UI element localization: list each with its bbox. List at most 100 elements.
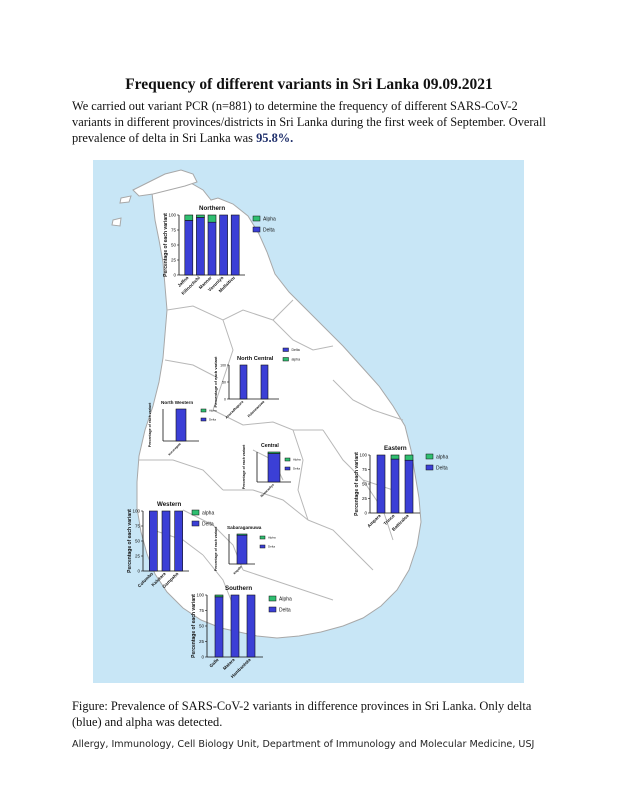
- western-legend-label-alpha: alpha: [202, 511, 214, 517]
- northern-y-tick-label: 0: [173, 273, 176, 278]
- island-west: [119, 195, 132, 204]
- northern-legend-swatch-delta: [252, 226, 261, 233]
- western-legend-swatch-delta: [191, 520, 200, 527]
- eastern-legend-swatch-alpha: [425, 453, 434, 460]
- western-y-tick-label: 75: [135, 524, 141, 529]
- western-y-axis-label: Percentage of each variant: [127, 509, 133, 573]
- western-legend-swatch-alpha: [191, 509, 200, 516]
- sabaragamuwa-legend-label-delta: Delta: [268, 545, 275, 549]
- sabaragamuwa-x-tick-label: Kegalle: [232, 565, 243, 576]
- western-bar-delta-colombo: [149, 510, 158, 572]
- north-western-legend-swatch-delta: [200, 417, 207, 422]
- north-central-legend-swatch-alpha: [282, 357, 289, 362]
- western-y-tick-label: 0: [137, 569, 140, 574]
- western-bar-delta-gampaha: [174, 510, 183, 572]
- central-legend-swatch-delta: [284, 466, 291, 471]
- sabaragamuwa-bar-delta-kegalle: [236, 534, 248, 565]
- northern-bar-alpha-jaffna: [184, 214, 194, 221]
- southern-legend-swatch-alpha: [268, 595, 277, 602]
- southern-bar-delta-matara: [230, 594, 240, 658]
- sabaragamuwa-legend-label-alpha: Alpha: [268, 536, 276, 540]
- northern-legend-label-alpha: Alpha: [263, 217, 276, 223]
- north-western-legend-label-delta: Delta: [209, 418, 216, 422]
- north-central-legend-swatch-delta: [282, 347, 289, 352]
- north-central-bar-delta-anuradhapura: [239, 364, 248, 400]
- eastern-bar-delta-ampara: [376, 454, 386, 514]
- eastern-chart-title: Eastern: [384, 445, 407, 452]
- southern-y-tick-label: 50: [199, 624, 205, 629]
- western-bar-delta-kalutara: [161, 510, 171, 572]
- intro-paragraph: We carried out variant PCR (n=881) to de…: [72, 98, 548, 146]
- north-central-y-tick-label: 50: [222, 381, 226, 385]
- southern-chart-title: Southern: [225, 585, 252, 592]
- north-western-legend-label-alpha: Alpha: [209, 409, 217, 413]
- northern-bar-delta-kilinochchi: [196, 217, 205, 276]
- northern-bar-delta-mannar: [207, 221, 217, 276]
- central-bar-delta-nuwaraeliya: [267, 453, 281, 483]
- intro-text: We carried out variant PCR (n=881) to de…: [72, 99, 546, 145]
- northern-y-tick-label: 75: [171, 228, 177, 233]
- eastern-legend-label-alpha: alpha: [436, 455, 448, 461]
- eastern-legend-label-delta: Delta: [436, 466, 448, 472]
- southern-legend-label-alpha: Alpha: [279, 597, 292, 603]
- northern-y-tick-label: 25: [171, 258, 177, 263]
- northern-bar-delta-mullaitivu: [230, 214, 240, 276]
- eastern-y-tick-label: 25: [362, 496, 368, 501]
- eastern-y-tick-label: 50: [362, 482, 368, 487]
- sabaragamuwa-legend-swatch-delta: [259, 544, 266, 549]
- north-central-bar-delta-polonnaruwa: [260, 364, 269, 400]
- sabaragamuwa-chart-title: Sabaragamuwa: [227, 525, 262, 530]
- northern-legend-swatch-alpha: [252, 215, 261, 222]
- north-western-legend-swatch-alpha: [200, 408, 207, 413]
- north-central-chart-title: North Central: [237, 356, 274, 362]
- eastern-legend-swatch-delta: [425, 464, 434, 471]
- page-title: Frequency of different variants in Sri L…: [125, 76, 493, 93]
- sabaragamuwa-legend-swatch-alpha: [259, 535, 266, 540]
- eastern-y-tick-label: 0: [364, 511, 367, 516]
- north-western-y-axis-label: Percentage of each variant: [148, 402, 152, 447]
- northern-y-tick-label: 50: [171, 243, 177, 248]
- north-central-y-axis-label: Percentage of each variant: [213, 356, 218, 408]
- figure-caption: Figure: Prevalence of SARS-CoV-2 variant…: [72, 699, 532, 729]
- north-western-bar-delta-kurunegala: [175, 408, 187, 442]
- north-central-y-tick-label: 0: [224, 398, 226, 402]
- eastern-y-axis-label: Percentage of each variant: [354, 452, 360, 516]
- northern-y-axis-label: Percentage of each variant: [163, 213, 169, 277]
- sabaragamuwa-bar-alpha-kegalle: [236, 533, 248, 536]
- eastern-bar-delta-trinco: [390, 458, 400, 514]
- northern-legend-label-delta: Delta: [263, 228, 275, 234]
- southern-bar-delta-hambantota: [246, 594, 256, 658]
- northern-bar-delta-jaffna: [184, 220, 194, 276]
- southern-x-tick-label: Matara: [222, 657, 236, 671]
- eastern-bar-delta-batticaloa: [404, 459, 414, 514]
- western-chart-title: Western: [157, 501, 182, 508]
- western-y-tick-label: 25: [135, 554, 141, 559]
- western-legend-label-delta: Delta: [202, 522, 214, 528]
- jaffna-peninsula: [132, 169, 198, 197]
- north-central-legend-label-alpha: alpha: [292, 358, 301, 362]
- southern-legend-label-delta: Delta: [279, 608, 291, 614]
- island-northwest: [111, 217, 122, 227]
- delta-overall-prevalence: 95.8%.: [256, 131, 294, 145]
- southern-y-tick-label: 75: [199, 608, 205, 613]
- western-y-tick-label: 100: [132, 509, 140, 514]
- northern-bar-delta-vavuniya: [219, 214, 228, 276]
- southern-bar-delta-galle: [214, 596, 224, 658]
- central-legend-label-alpha: Alpha: [293, 458, 301, 462]
- eastern-y-tick-label: 100: [359, 453, 367, 458]
- footer-affiliation: Allergy, Immunology, Cell Biology Unit, …: [72, 739, 535, 750]
- central-bar-alpha-nuwaraeliya: [267, 451, 281, 454]
- central-y-axis-label: Percentage of each variant: [242, 444, 246, 489]
- northern-bar-alpha-mannar: [207, 214, 217, 223]
- eastern-bar-alpha-batticaloa: [404, 454, 414, 461]
- southern-y-axis-label: Percentage of each variant: [191, 594, 197, 658]
- southern-y-tick-label: 100: [196, 593, 204, 598]
- northern-bar-alpha-kilinochchi: [196, 214, 205, 218]
- southern-y-tick-label: 25: [199, 639, 205, 644]
- eastern-y-tick-label: 75: [362, 467, 368, 472]
- northern-y-tick-label: 100: [168, 213, 176, 218]
